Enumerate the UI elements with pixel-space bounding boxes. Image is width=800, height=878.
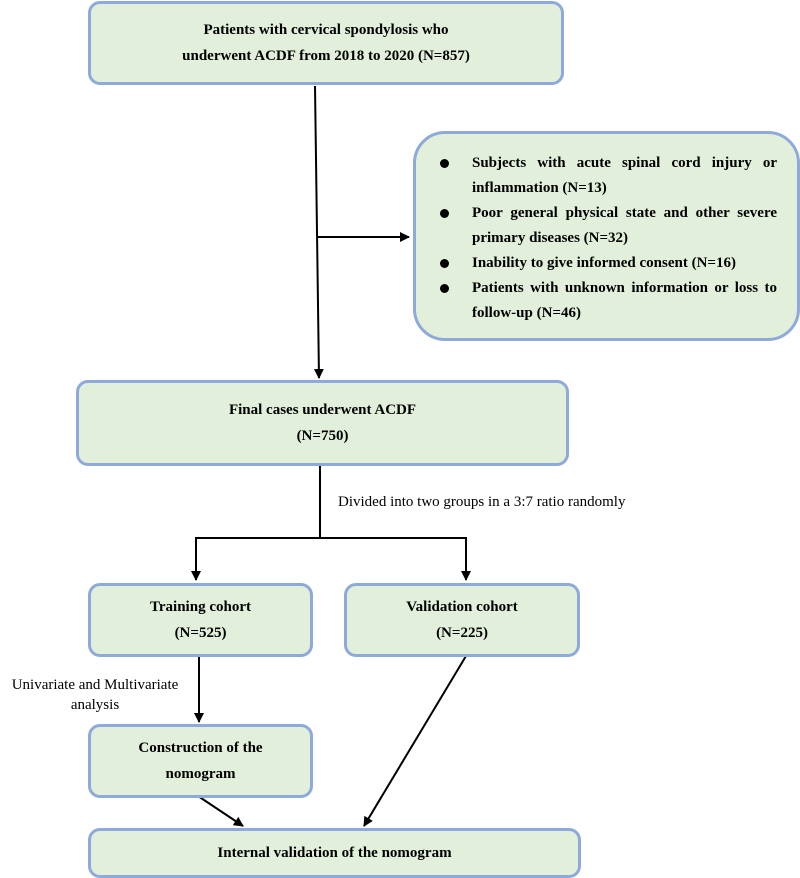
bullet-icon — [440, 259, 449, 268]
exclusion-item: Subjects with acute spinal cord injury o… — [436, 151, 777, 201]
validation-cohort-line1: Validation cohort — [406, 599, 518, 615]
analysis-label-line1: Univariate and Multivariate — [11, 677, 179, 693]
training-cohort-box: Training cohort (N=525) — [88, 583, 313, 657]
training-cohort-line2: (N=525) — [174, 625, 227, 641]
bullet-icon — [440, 209, 449, 218]
exclusion-list: Subjects with acute spinal cord injury o… — [436, 151, 777, 326]
analysis-label: Univariate and Multivariate analysis — [0, 675, 190, 715]
construction-box: Construction of the nomogram — [88, 724, 313, 798]
final-cases-line2: (N=750) — [296, 428, 349, 444]
validation-cohort-box: Validation cohort (N=225) — [344, 583, 580, 657]
bullet-icon — [440, 159, 449, 168]
final-cases-box: Final cases underwent ACDF (N=750) — [76, 380, 569, 466]
construction-line2: nomogram — [165, 766, 236, 782]
internal-validation-box: Internal validation of the nomogram — [88, 828, 581, 878]
arrow-validation-to-internal — [363, 655, 467, 827]
source-population-line1: Patients with cervical spondylosis who — [203, 22, 449, 38]
exclusion-item: Patients with unknown information or los… — [436, 276, 777, 326]
construction-line1: Construction of the — [138, 740, 263, 756]
split-label: Divided into two groups in a 3:7 ratio r… — [338, 494, 626, 510]
source-population-line2: underwent ACDF from 2018 to 2020 (N=857) — [182, 48, 470, 64]
source-population-box: Patients with cervical spondylosis who u… — [88, 1, 564, 85]
validation-cohort-line2: (N=225) — [436, 625, 488, 641]
exclusion-criteria-box: Subjects with acute spinal cord injury o… — [413, 131, 800, 341]
exclusion-item: Inability to give informed consent (N=16… — [436, 251, 777, 276]
training-cohort-line1: Training cohort — [150, 599, 251, 615]
arrow-construction-to-internal — [197, 795, 244, 827]
analysis-label-line2: analysis — [70, 697, 120, 713]
final-cases-line1: Final cases underwent ACDF — [228, 402, 417, 418]
exclusion-item: Poor general physical state and other se… — [436, 201, 777, 251]
internal-validation-line1: Internal validation of the nomogram — [217, 845, 452, 861]
arrow-top-to-final — [313, 85, 324, 379]
bullet-icon — [440, 284, 449, 293]
